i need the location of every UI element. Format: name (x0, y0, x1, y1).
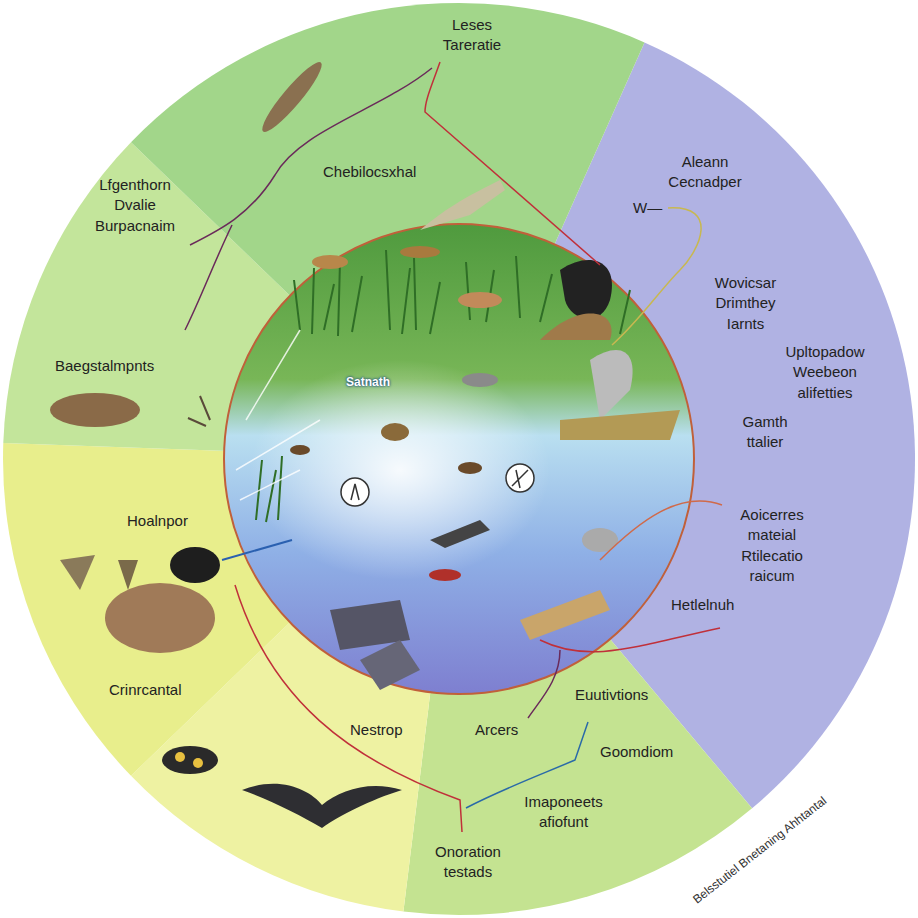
dragonfly-figure (430, 520, 490, 548)
region-label: Wovicsar Drimthey Iarnts (703, 273, 788, 334)
region-label: Onoration testads (423, 842, 513, 883)
bird-figure (560, 260, 612, 319)
inner-habitat-circle (224, 224, 694, 694)
leader-line (190, 68, 432, 245)
fish-figure (256, 57, 328, 138)
insect-figure (360, 640, 420, 690)
leader-line (540, 628, 720, 652)
grass-blades (256, 250, 630, 522)
spot (175, 752, 185, 762)
insect-figure (400, 246, 440, 258)
beetle-figure (458, 462, 482, 474)
leader-line (185, 225, 232, 330)
region-label: W— (633, 198, 662, 218)
frog-figure (381, 423, 409, 441)
region-label: Lfgenthorn Dvalie Burpacnaim (85, 175, 185, 236)
rodent-figure (105, 583, 215, 653)
moth-figure (118, 560, 138, 590)
region-label: Goomdiom (600, 742, 673, 762)
leader-line (425, 62, 600, 265)
symbol-icon (341, 478, 369, 506)
insect-figure (188, 396, 210, 426)
insect-figure (162, 746, 218, 774)
leader-line (235, 585, 462, 832)
leader-line (528, 650, 560, 718)
heron-figure (590, 350, 633, 420)
shrimp-figure (458, 292, 502, 308)
light-rays (236, 330, 320, 500)
region-label: Gamth ttalier (730, 412, 800, 453)
symbol-icon (506, 464, 534, 492)
bird-figure (420, 180, 505, 230)
region-label: Euutivtions (575, 685, 648, 705)
water-glow (250, 360, 550, 580)
region-label: Aleann Cecnadper (660, 152, 750, 193)
region-label: Leses Tareratie (432, 15, 512, 56)
reed-bank (560, 410, 680, 440)
leader-line (222, 540, 292, 560)
region-label: Hoalnpor (127, 511, 188, 531)
leader-line (612, 208, 701, 345)
region-label: Baegstalmpnts (55, 356, 154, 376)
region-label: Crinrcantal (109, 680, 182, 700)
beetle-figure (170, 547, 220, 583)
region-label: Upltopadow Weebeon alifetties (775, 342, 875, 403)
region-label: Imaponeets afiofunt (516, 792, 611, 833)
symbol-glyph (512, 470, 528, 488)
region-label: Nestrop (350, 720, 403, 740)
moth-figure (60, 555, 95, 590)
nest-figure (540, 314, 612, 340)
spot (193, 758, 203, 768)
region-label: Arcers (475, 720, 518, 740)
fish-figure (429, 569, 461, 581)
region-label: Satnath (346, 374, 390, 390)
region-label: Hetlelnuh (671, 595, 734, 615)
shell-figure (50, 393, 140, 427)
region-label: Aoicerres mateial Rtilecatio raicum (727, 505, 817, 586)
region-label: Chebilocsxhal (323, 162, 416, 182)
leader-line (600, 501, 722, 560)
beetle-figure (290, 445, 310, 455)
symbol-glyph (351, 484, 359, 500)
bird-figure (242, 784, 402, 828)
insect-figure (312, 255, 348, 269)
larva-figure (520, 590, 610, 640)
fish-figure (462, 373, 498, 387)
